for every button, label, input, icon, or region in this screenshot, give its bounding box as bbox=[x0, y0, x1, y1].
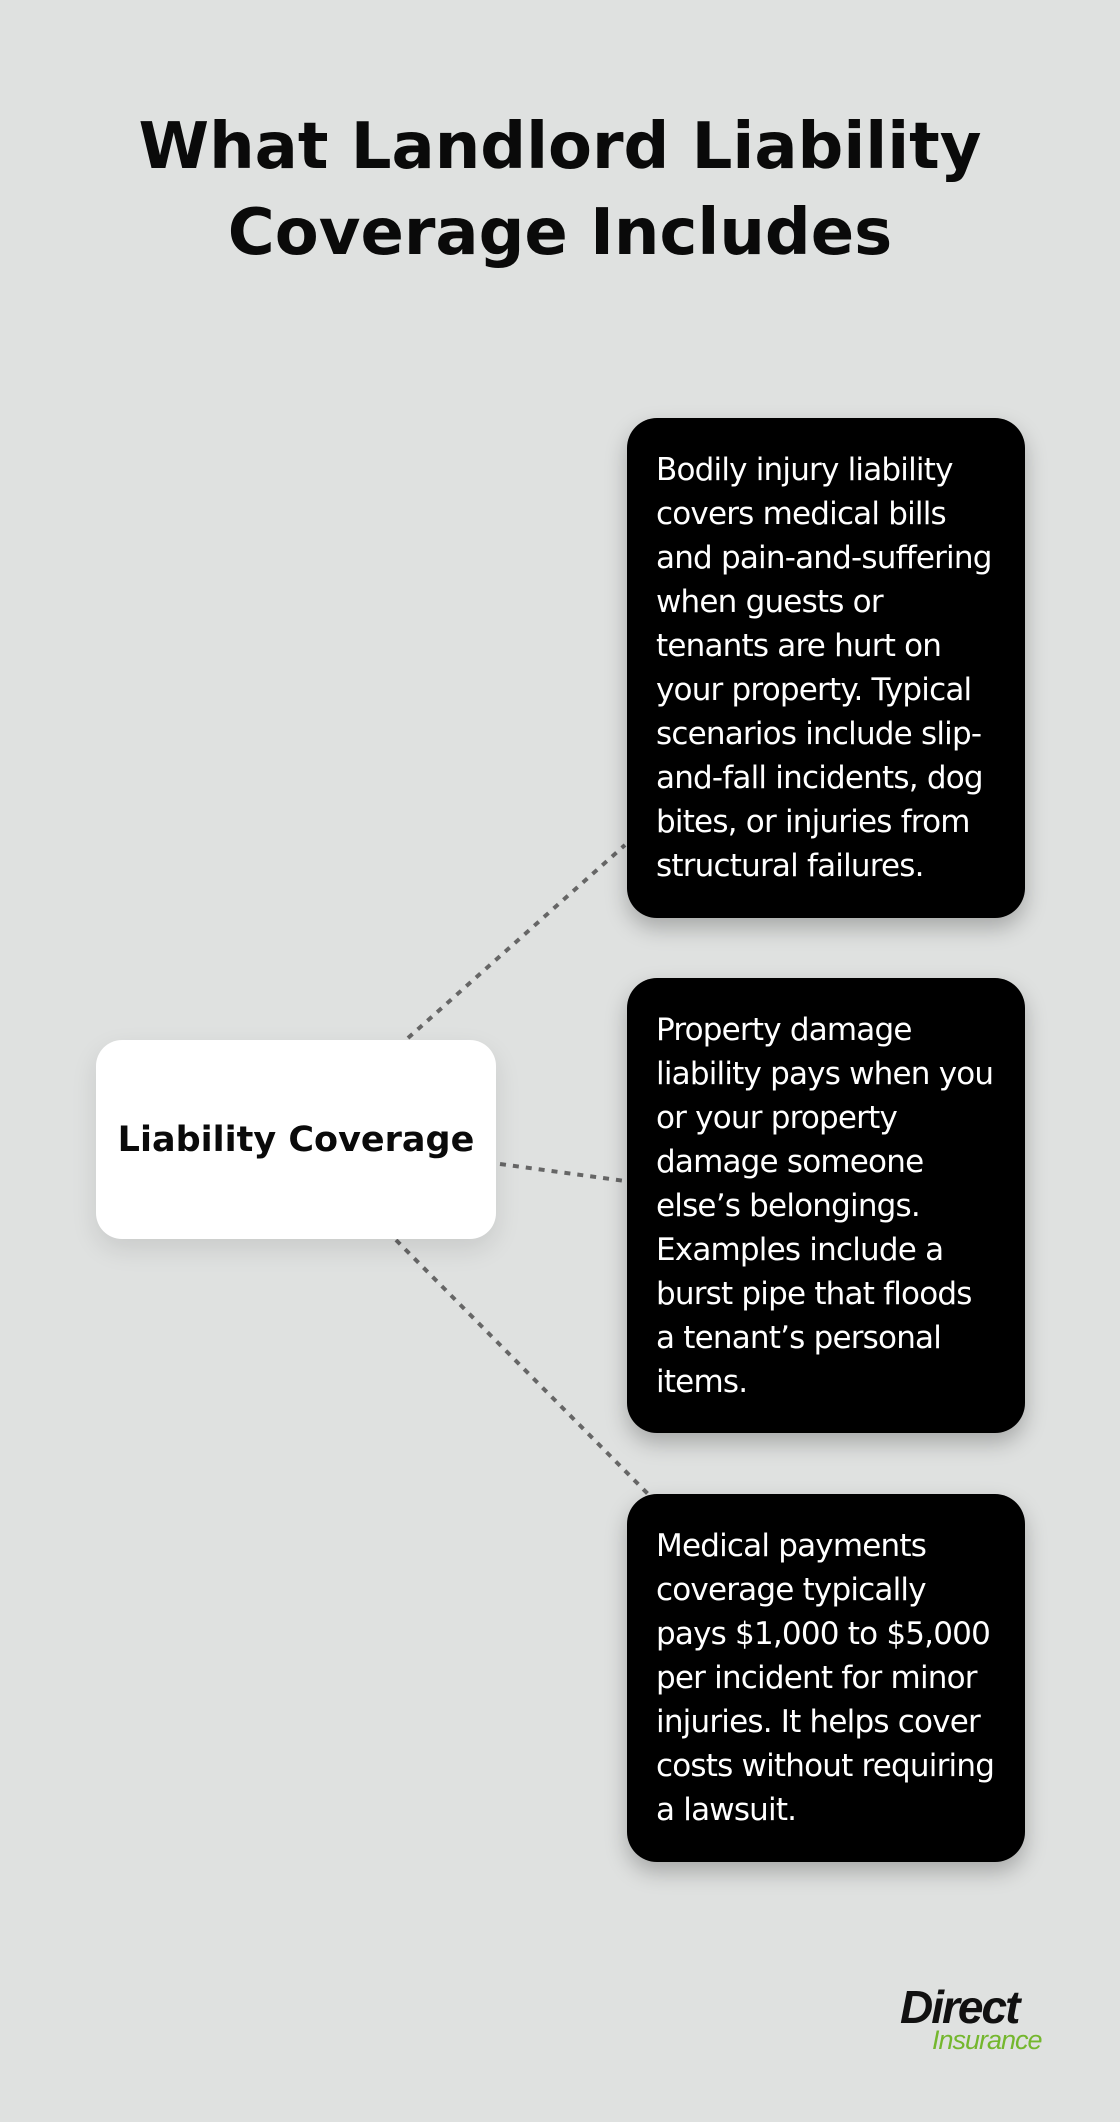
medical-payments-text: Medical payments coverage typically pays… bbox=[656, 1528, 995, 1828]
bodily-injury-text: Bodily injury liability covers medical b… bbox=[656, 452, 992, 884]
center-node: Liability Coverage bbox=[96, 1040, 496, 1239]
property-damage-card: Property damage liability pays when you … bbox=[627, 978, 1025, 1433]
connector-line-3 bbox=[394, 1238, 652, 1498]
page-title: What Landlord Liability Coverage Include… bbox=[0, 104, 1120, 276]
property-damage-text: Property damage liability pays when you … bbox=[656, 1012, 994, 1400]
logo-sub: Insurance bbox=[932, 2025, 1043, 2055]
medical-payments-card: Medical payments coverage typically pays… bbox=[627, 1494, 1025, 1862]
connector-line-2 bbox=[499, 1162, 626, 1183]
title-line-2: Coverage Includes bbox=[227, 196, 893, 270]
logo-brand: Direct bbox=[900, 1981, 1020, 2033]
direct-insurance-logo: Direct Insurance bbox=[900, 1984, 1050, 2056]
title-line-1: What Landlord Liability bbox=[138, 110, 982, 184]
connector-line-1 bbox=[406, 843, 627, 1040]
center-node-label: Liability Coverage bbox=[117, 1119, 475, 1160]
bodily-injury-card: Bodily injury liability covers medical b… bbox=[627, 418, 1025, 918]
